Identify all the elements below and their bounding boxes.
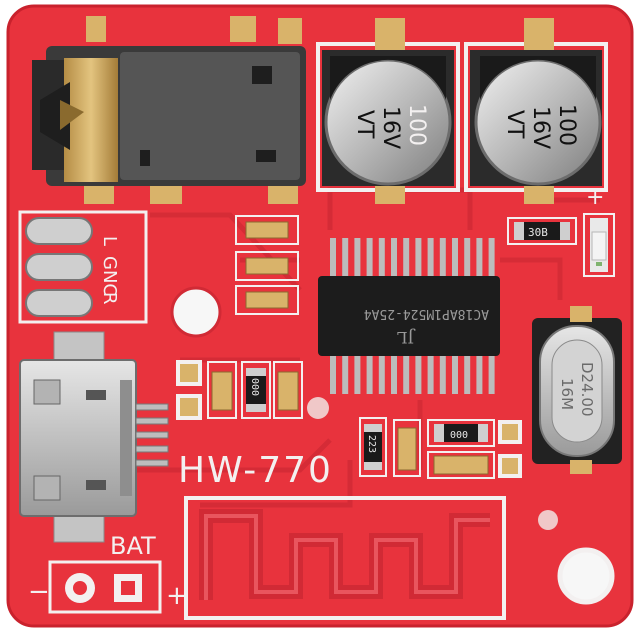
smd-resistor-top-right: 30B (507, 217, 577, 245)
minus-label: − (28, 577, 50, 607)
model-label: HW-770 (178, 450, 333, 491)
capacitor-voltage-text: 16V (528, 106, 553, 149)
mounting-hole (557, 547, 615, 605)
ic-logo-text: JL (397, 328, 416, 347)
battery-pads: BAT − + (28, 532, 188, 614)
ic-pin (488, 354, 495, 394)
ic-marking-text: AC18AP1M524-25A4 (364, 306, 489, 321)
ic-pin (354, 238, 361, 278)
resistor-code-text: 000 (249, 378, 260, 396)
resistor-code-text: 30B (528, 226, 548, 239)
main-ic-chip: AC18AP1M524-25A4 JL (318, 238, 500, 394)
ic-pin (403, 238, 410, 278)
pin-r-label: R (99, 292, 120, 305)
status-led (583, 213, 615, 277)
pin-l-label: L (99, 236, 120, 246)
via-pad (538, 510, 558, 530)
ic-pin (427, 238, 434, 278)
plus-top-label: + (586, 185, 604, 210)
ic-pin (391, 238, 397, 278)
ic-pin (330, 238, 336, 278)
bluetooth-antenna (184, 496, 506, 620)
mounting-hole (170, 286, 222, 338)
ic-pin (330, 354, 336, 394)
ic-pin (342, 238, 349, 278)
ic-pin (366, 238, 373, 278)
plus-label: + (166, 581, 188, 611)
crystal-mhz-text: 16M (558, 378, 576, 410)
micro-usb-port (19, 331, 169, 543)
smd-components-bottom: 223 000 (359, 417, 522, 479)
via-pad (307, 397, 329, 419)
bat-label: BAT (110, 532, 156, 560)
ic-pin (366, 354, 373, 394)
ic-pin (476, 238, 483, 278)
audio-output-pads: L GNC R (18, 210, 148, 324)
ic-pin (427, 354, 434, 394)
smd-components-left: 000 (176, 360, 303, 420)
ic-pin (452, 354, 458, 394)
crystal-freq-text: D24.00 (578, 362, 596, 417)
smd-resistor-column (235, 215, 299, 315)
ic-pin (464, 238, 471, 278)
capacitor-value-text: 100 (404, 104, 429, 146)
audio-jack (32, 16, 306, 204)
resistor-code-text: 223 (366, 435, 377, 453)
ic-pin (415, 354, 422, 394)
ic-pin (403, 354, 410, 394)
ic-pin (464, 354, 471, 394)
capacitor-voltage-text: 16V (378, 106, 403, 149)
ic-pin (476, 354, 483, 394)
pin-gnd-label: GNC (99, 256, 120, 296)
ic-pin (391, 354, 397, 394)
ic-pin (452, 238, 458, 278)
capacitor-left: 100 16V VT (316, 18, 460, 204)
ic-pin (354, 354, 361, 394)
ic-pin (378, 354, 385, 394)
capacitor-right: 100 16V VT (464, 18, 608, 204)
crystal-oscillator: D24.00 16M (532, 306, 622, 474)
ic-pin (378, 238, 385, 278)
capacitor-series-text: VT (352, 110, 377, 139)
ic-pin (439, 238, 446, 278)
ic-pin (415, 238, 422, 278)
resistor-code-text: 000 (450, 430, 468, 441)
capacitor-series-text: VT (502, 110, 527, 139)
ic-pin (342, 354, 349, 394)
ic-pin (439, 354, 446, 394)
capacitor-value-text: 100 (554, 104, 579, 146)
ic-pin (488, 238, 495, 278)
